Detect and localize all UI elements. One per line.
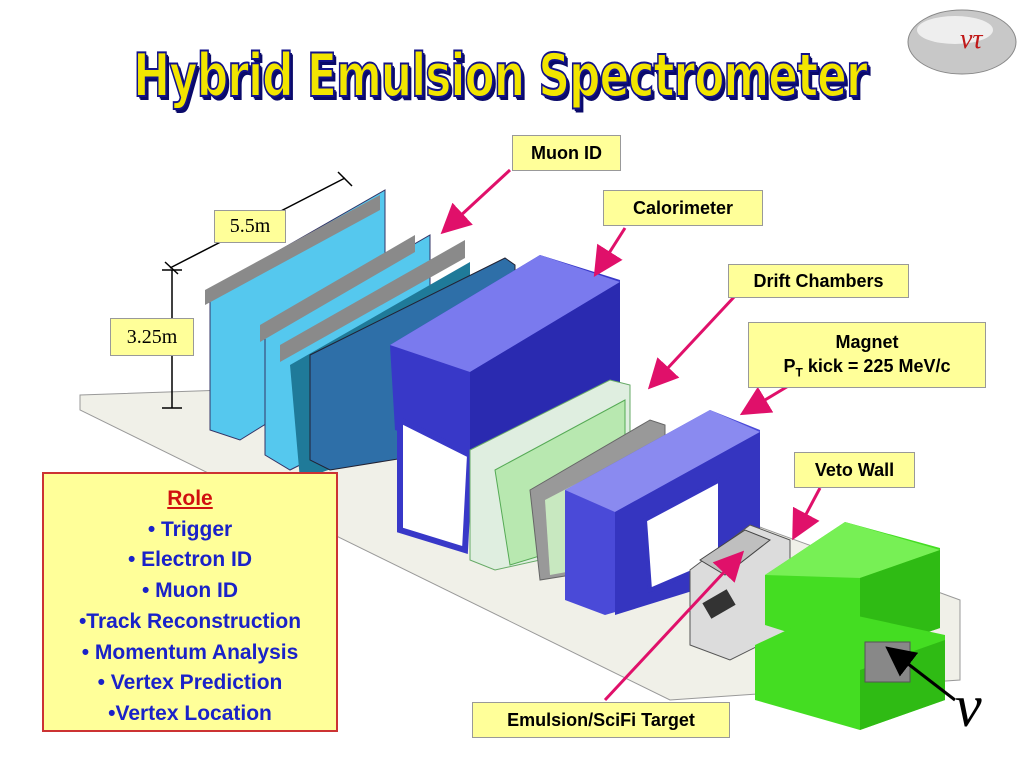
role-box: Role • Trigger • Electron ID • Muon ID •… bbox=[42, 472, 338, 732]
calorimeter-label: Calorimeter bbox=[603, 190, 763, 226]
neutrino-arrow bbox=[885, 646, 956, 702]
role-item: • Trigger bbox=[147, 517, 233, 541]
role-item: • Electron ID bbox=[127, 548, 253, 572]
pt-kick-value: kick = 225 MeV/c bbox=[802, 356, 951, 376]
pt-subscript: T bbox=[795, 365, 803, 380]
veto-wall-arrow bbox=[792, 487, 822, 541]
magnet-label-line2: PT kick = 225 MeV/c bbox=[749, 354, 985, 385]
neutrino-symbol: ν bbox=[955, 673, 982, 739]
drift-chambers-arrow bbox=[647, 294, 737, 390]
drift-chambers-label: Drift Chambers bbox=[728, 264, 909, 298]
muon-id-arrow bbox=[440, 168, 512, 235]
height-dimension: 3.25m bbox=[110, 318, 194, 356]
nu-tau-logo-icon bbox=[907, 9, 1017, 75]
callout-arrows bbox=[440, 168, 822, 702]
role-item: • Momentum Analysis bbox=[81, 640, 299, 664]
emulsion-target-label: Emulsion/SciFi Target bbox=[472, 702, 730, 738]
role-item: •Track Reconstruction bbox=[78, 609, 302, 633]
length-dimension: 5.5m bbox=[214, 210, 286, 243]
magnet-arrow bbox=[739, 383, 791, 416]
veto-wall bbox=[755, 522, 945, 730]
pt-symbol: P bbox=[783, 356, 796, 376]
role-item: • Vertex Prediction bbox=[97, 671, 283, 695]
emulsion-target-arrow bbox=[603, 550, 745, 702]
role-item: • Muon ID bbox=[142, 579, 238, 603]
calorimeter-arrow bbox=[593, 227, 627, 278]
muon-id-label: Muon ID bbox=[512, 135, 621, 171]
role-item: •Vertex Location bbox=[108, 701, 272, 725]
magnet-label-line1: Magnet bbox=[835, 332, 899, 352]
logo-text: ντ bbox=[960, 24, 983, 55]
veto-wall-label: Veto Wall bbox=[794, 452, 915, 488]
page-title: Hybrid Emulsion Spectrometer bbox=[133, 41, 869, 112]
magnet-label: Magnet PT kick = 225 MeV/c bbox=[748, 322, 986, 388]
role-heading: Role bbox=[167, 487, 213, 510]
